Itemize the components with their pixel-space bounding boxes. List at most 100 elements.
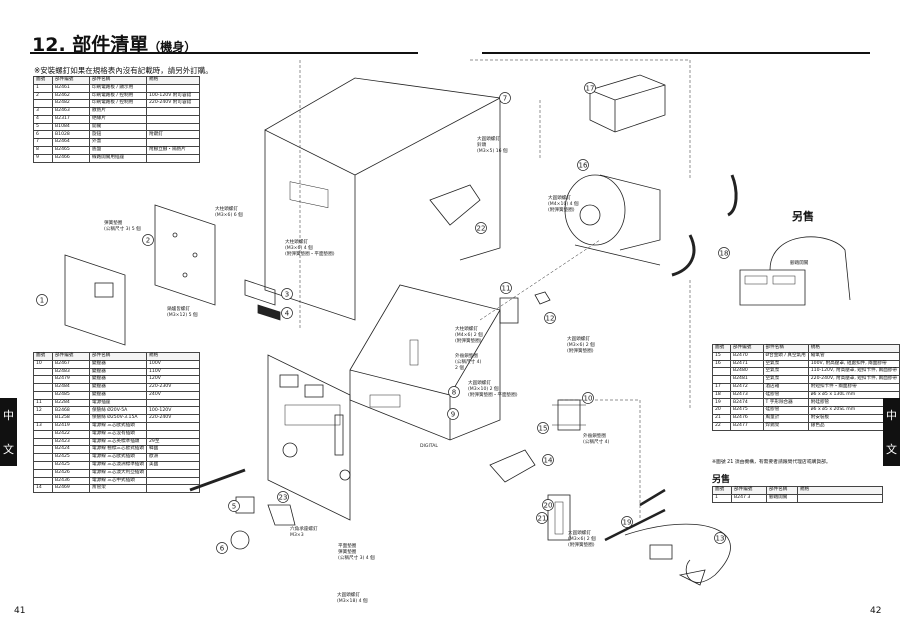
title-rule-right [482, 52, 870, 54]
callout-11: 11 [500, 282, 512, 294]
table-cell [797, 493, 883, 503]
table-footnote: ※圖號 21 須由機構，有需要者請跟問代理店或購貨部。 [712, 460, 831, 465]
annotation-label: (公稱尺寸 4) [455, 358, 482, 365]
table-cell: 焊錫架 [762, 421, 809, 431]
annotation-label: 大柱頭螺釘 [455, 325, 478, 332]
svg-text:4: 4 [285, 310, 290, 318]
callout-16: 16 [577, 159, 589, 171]
annotation-label: 大圓頭螺釘 [548, 194, 571, 201]
svg-text:8: 8 [452, 389, 456, 397]
callout-7: 7 [499, 92, 511, 104]
annotation-label: (M3×10) 2 個 [468, 385, 499, 392]
annotation-label: 鍋爐皆螺釘 [167, 305, 190, 312]
lead-pins [189, 468, 246, 492]
annotation-label: (公稱尺寸 4) [583, 438, 610, 445]
solder-holder [429, 184, 481, 226]
foot-switch-label: 腳踏開關 [790, 259, 809, 266]
heat-sink [244, 279, 281, 321]
annotation-label: (M4×6) 2 個 [455, 331, 483, 338]
svg-text:10: 10 [584, 395, 593, 403]
annotation-label: (附彈簧墊圈・平面墊圈) [285, 250, 335, 257]
filter-box [589, 74, 666, 133]
screw-note: ※安裝螺釘如果在規格表內沒有記載時，請另外訂購。 [34, 66, 213, 75]
callout-19: 19 [621, 516, 633, 528]
svg-text:23: 23 [279, 494, 288, 502]
transformer [552, 399, 586, 431]
foot-switch [739, 236, 851, 306]
annotation-label: (M3×6) 4 個 [285, 244, 313, 251]
annotation-label: (公稱尺寸 3) 4 個 [338, 554, 375, 561]
callout-21: 21 [536, 512, 548, 524]
svg-text:15: 15 [539, 425, 548, 433]
annotation-label: (附彈簧墊圈) [567, 347, 594, 354]
svg-text:16: 16 [579, 162, 588, 170]
title-rule-left [30, 52, 418, 54]
callout-6: 6 [216, 542, 228, 554]
callout-13: 13 [714, 532, 726, 544]
callout-22: 22 [475, 222, 487, 234]
optional-heading: 另售 [792, 210, 814, 223]
power-socket [499, 297, 519, 324]
callout-2: 2 [142, 234, 154, 246]
callout-10: 10 [582, 392, 594, 404]
fuse-holder [534, 291, 551, 305]
svg-text:18: 18 [720, 250, 729, 258]
annotation-label: 鈴頭 [477, 141, 487, 148]
svg-text:12: 12 [546, 315, 555, 323]
annotation-label: 大柱頭螺釘 [285, 238, 308, 245]
knob [230, 530, 250, 550]
language-tab-right: 中文 [883, 398, 900, 466]
annotation-label: (公稱尺寸 3) 5 個 [104, 225, 141, 232]
flow-meter [547, 494, 571, 541]
svg-text:9: 9 [451, 411, 455, 419]
svg-text:3: 3 [285, 291, 289, 299]
power-cord [624, 523, 731, 586]
svg-text:13: 13 [716, 535, 725, 543]
annotation-label: (M3×18) 4 個 [337, 597, 368, 604]
callout-3: 3 [281, 288, 293, 300]
table-cell [146, 153, 200, 163]
svg-text:1: 1 [40, 297, 44, 305]
svg-text:5: 5 [232, 503, 236, 511]
brand-label: DIGITAL [420, 443, 438, 449]
page-number-left: 41 [14, 606, 26, 616]
svg-text:22: 22 [477, 225, 486, 233]
annotation-label: 六角承座螺釘 [290, 525, 318, 532]
callout-4: 4 [281, 307, 293, 319]
callout-14: 14 [542, 454, 554, 466]
annotation-label: 2 個 [455, 364, 464, 371]
callout-15: 15 [537, 422, 549, 434]
annotation-label: 大圓頭螺釘 [568, 529, 591, 536]
callout-12: 12 [544, 312, 556, 324]
tube-connector [671, 234, 696, 277]
callout-9: 9 [447, 408, 459, 420]
silicone-tube [604, 488, 666, 542]
annotation-label: 外齒鎖墊圈 [455, 352, 478, 359]
guide-lines [299, 59, 691, 520]
language-tab-left: 中文 [0, 398, 17, 466]
svg-text:17: 17 [586, 85, 595, 93]
annotation-label: 外齒鎖墊圈 [583, 432, 606, 439]
connector-23 [267, 504, 296, 526]
annotation-label: (M4×10) 4 個 [548, 200, 579, 207]
annotation-label: (M3×12) 5 個 [167, 311, 198, 318]
annotation-label: 大圓頭螺釘 [567, 335, 590, 342]
svg-text:14: 14 [544, 457, 553, 465]
callout-1: 1 [36, 294, 48, 306]
svg-text:2: 2 [146, 237, 150, 245]
table-cell [146, 484, 200, 494]
air-pump [564, 174, 661, 266]
annotation-label: (M3×6) 2 個 [568, 535, 596, 542]
annotation-label: 平面墊圈 [338, 542, 357, 549]
annotation-label: 彈簧墊圈 [338, 548, 357, 555]
